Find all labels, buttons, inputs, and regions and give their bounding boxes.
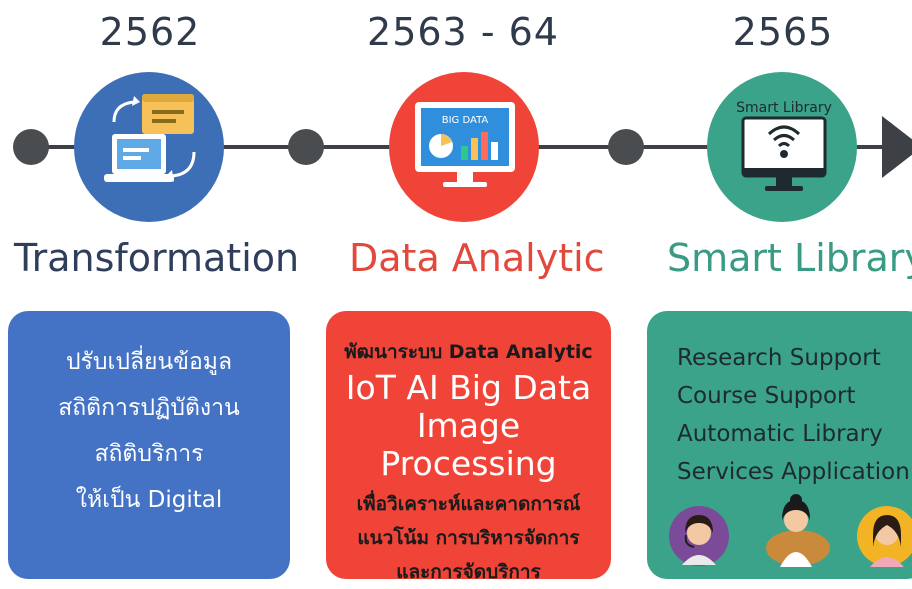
card-line: แนวโน้ม การบริหารจัดการ — [357, 527, 580, 549]
smart-library-label: Smart Library — [736, 100, 832, 116]
data-analytic-card: พัฒนาระบบ Data Analytic IoT AI Big Data … — [326, 311, 611, 583]
card-line: สถิติการปฏิบัติงาน — [58, 395, 240, 421]
timeline-dot — [13, 129, 49, 165]
card-line: Image Processing — [380, 406, 557, 483]
transformation-card: ปรับเปลี่ยนข้อมูล สถิติการปฏิบัติงาน สถิ… — [8, 311, 290, 579]
woman-avatar-icon — [856, 505, 912, 567]
phase-title-transformation: Transformation — [14, 236, 300, 280]
woman-headset-avatar-icon — [668, 505, 730, 567]
card-line: Research Support — [677, 345, 881, 371]
card-line: สถิติบริการ — [94, 441, 204, 467]
phase-title-data-analytic: Data Analytic — [349, 236, 605, 280]
year-2565: 2565 — [732, 10, 834, 54]
big-data-monitor-icon: BIG DATA — [389, 72, 539, 222]
card-line: ปรับเปลี่ยนข้อมูล — [65, 349, 233, 375]
timeline-arrow-icon — [882, 116, 912, 178]
card-line: เพื่อวิเคราะห์และคาดการณ์ — [356, 493, 581, 515]
timeline-dot — [608, 129, 644, 165]
card-line: พัฒนาระบบ Data Analytic — [344, 341, 593, 363]
timeline-dot — [288, 129, 324, 165]
year-2562: 2562 — [99, 10, 201, 54]
phase-title-smart-library: Smart Library — [667, 236, 912, 280]
card-line: และการจัดบริการ — [396, 561, 541, 583]
year-2563-64: 2563 - 64 — [367, 10, 559, 54]
card-line: Course Support — [677, 383, 856, 409]
big-data-label: BIG DATA — [442, 115, 489, 126]
card-line: IoT AI Big Data — [345, 368, 592, 407]
card-line: Automatic Library — [677, 421, 883, 447]
smart-library-monitor-icon: Smart Library — [707, 72, 857, 222]
card-line: ให้เป็น Digital — [75, 487, 223, 513]
woman-speech-avatar-icon — [762, 492, 832, 567]
card-line: Services Application — [677, 459, 910, 485]
laptop-sync-icon — [74, 72, 224, 222]
